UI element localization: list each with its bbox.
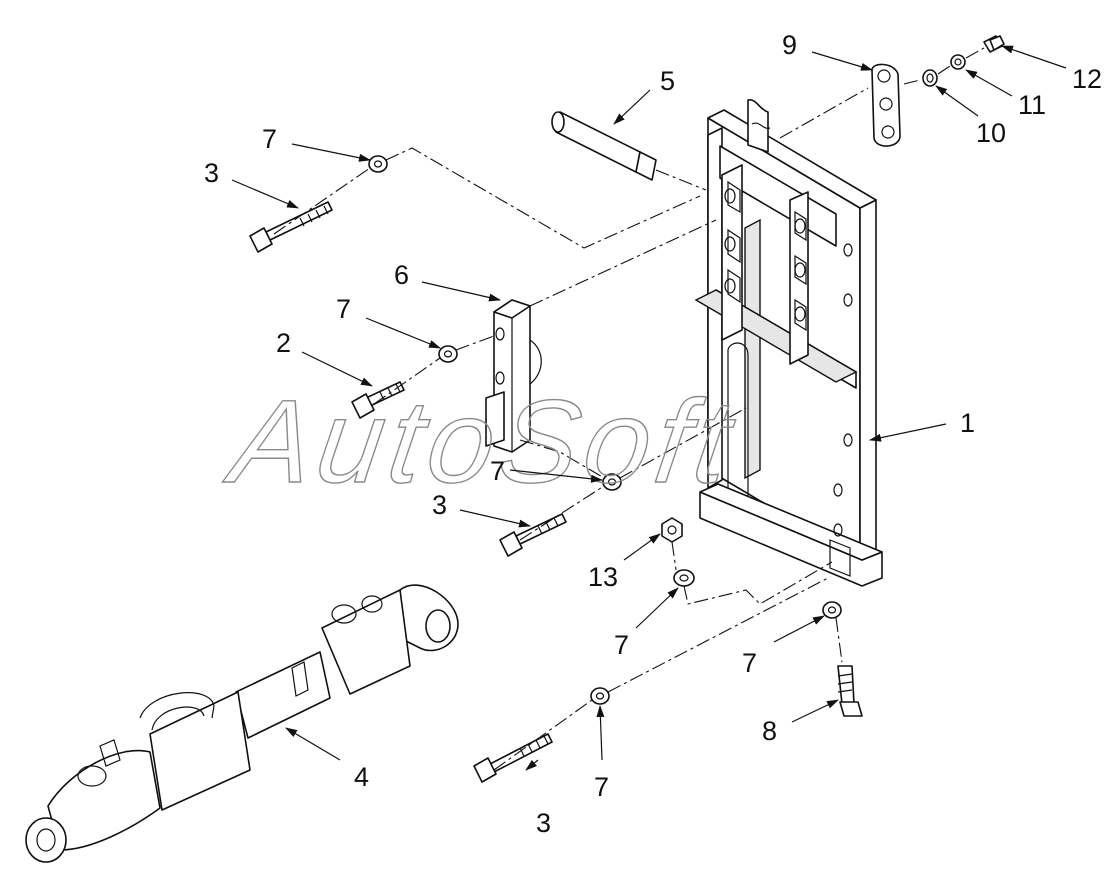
nut-part-13 (661, 517, 683, 543)
washer-part-11 (950, 54, 966, 70)
callout-7-right: 7 (742, 648, 757, 678)
callout-1: 1 (960, 408, 975, 438)
pin-part-5 (551, 111, 657, 181)
callout-3-lower: 3 (536, 808, 551, 838)
callout-labels: 1 2 3 3 3 4 5 6 7 7 7 7 7 7 8 9 10 11 12… (204, 30, 1102, 838)
callout-7-upper: 7 (262, 124, 277, 154)
callout-7-watermark-area: 7 (490, 456, 505, 486)
washer-part-7-e (822, 601, 842, 619)
callout-10: 10 (976, 118, 1006, 148)
callout-13: 13 (588, 562, 618, 592)
callout-5: 5 (660, 66, 675, 96)
callout-3-middle: 3 (432, 490, 447, 520)
top-link-part-4 (25, 584, 459, 863)
callout-4: 4 (354, 762, 369, 792)
callout-12: 12 (1072, 64, 1102, 94)
callout-2: 2 (276, 328, 291, 358)
callout-6: 6 (394, 260, 409, 290)
screw-part-12 (983, 35, 1005, 53)
callout-11: 11 (1018, 90, 1046, 120)
washer-part-7-a (368, 155, 388, 173)
callout-7-bolt-2: 7 (336, 294, 351, 324)
callout-8: 8 (762, 716, 777, 746)
bolt-part-3-lower (473, 733, 553, 783)
callout-7-lower: 7 (594, 772, 609, 802)
spacer-part-10 (922, 69, 938, 87)
washer-part-7-c (602, 473, 622, 491)
mounting-bracket-part-1 (694, 99, 883, 587)
bolt-part-3-upper (249, 201, 333, 253)
callout-3-upper: 3 (204, 158, 219, 188)
callout-leaders (231, 45, 1067, 771)
bolt-part-3-middle (499, 513, 567, 557)
watermark: AutoSoft (219, 377, 744, 508)
assembly-lines (273, 47, 985, 771)
washer-part-7-f (590, 687, 610, 705)
callout-7-nut-washer: 7 (614, 630, 629, 660)
washer-part-7-b (438, 345, 458, 363)
link-plate-part-9 (871, 63, 901, 147)
bolt-part-2 (351, 381, 405, 419)
callout-9: 9 (782, 30, 797, 60)
bolt-part-8 (837, 665, 863, 717)
washer-part-7-d (673, 569, 695, 587)
clamp-block-part-6 (485, 299, 542, 453)
